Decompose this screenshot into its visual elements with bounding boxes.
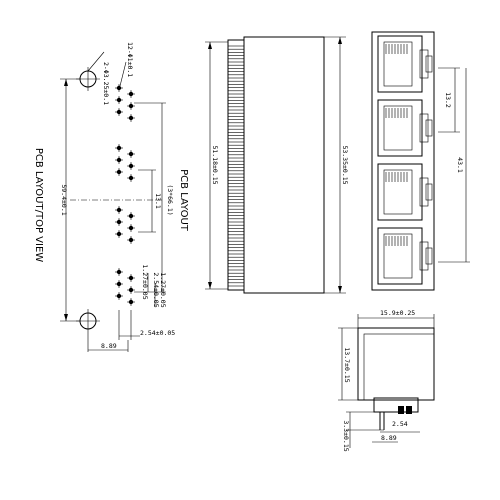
- pin-hole: [127, 236, 135, 244]
- pin-hole: [127, 114, 135, 122]
- overall-length-dimension: 53.35±0.15: [341, 145, 349, 184]
- pin-hole: [115, 168, 123, 176]
- side-profile-view: 51.18±0.15 53.35±0.15: [205, 36, 349, 294]
- pin-pitch-dimension: 2.54: [392, 420, 408, 428]
- pin-hole: [127, 102, 135, 110]
- pin-hole: [115, 96, 123, 104]
- pin-hole: [115, 230, 123, 238]
- pin-hole: [115, 218, 123, 226]
- row-dimension-2: 2.54±0.05: [152, 272, 160, 307]
- pin-comb: [228, 45, 244, 287]
- pin-hole: [115, 292, 123, 300]
- end-view-pins: [379, 406, 412, 430]
- pcb-layout-view: PCB LAYOUT/TOP VIEW PCB LAYOUT (3*66.1) …: [33, 42, 189, 352]
- pcb-layout-label: PCB LAYOUT: [178, 169, 189, 232]
- pin-hole: [127, 90, 135, 98]
- end-view: 15.9±0.25 13.7±0.15 2.54 3.3±0.15 8.89: [338, 309, 435, 452]
- rj45-port: [377, 99, 433, 157]
- center-pitch-dimension: 13.1: [154, 193, 162, 209]
- front-view: 13.2 43.1: [371, 31, 470, 291]
- offset-dimension: 8.89: [101, 342, 117, 350]
- pin-length-dimension: 3.3±0.15: [342, 420, 350, 451]
- bottom-pitch-dimension: 2.54±0.05: [140, 329, 175, 337]
- pin-hole: [115, 206, 123, 214]
- rj45-ports: [377, 35, 433, 285]
- pin-hole: [127, 150, 135, 158]
- height-dimension: 13.7±0.15: [343, 347, 351, 382]
- row-dimension-1: 1.27±0.05: [141, 264, 149, 299]
- pcb-top-view-label: PCB LAYOUT/TOP VIEW: [33, 148, 44, 262]
- pin-hole: [115, 108, 123, 116]
- pin-hole: [127, 286, 135, 294]
- pin-offset-dimension: 8.89: [381, 434, 397, 442]
- pin-hole: [127, 174, 135, 182]
- pin-hole: [115, 268, 123, 276]
- rj45-port: [377, 163, 433, 221]
- small-hole-callout: 12-Φ1±0.1: [126, 42, 134, 77]
- width-dimension: 15.9±0.25: [380, 309, 415, 317]
- pcb-pitch-label: (3*66.1): [166, 184, 174, 215]
- port-pitch-dimension: 13.2: [444, 92, 452, 108]
- pin-hole: [127, 274, 135, 282]
- pin-hole: [115, 280, 123, 288]
- pin-holes: [115, 84, 135, 306]
- pin-hole: [127, 162, 135, 170]
- rj45-port: [377, 35, 433, 93]
- pin-hole: [115, 84, 123, 92]
- row-dimension-3: 1.27±0.05: [159, 272, 167, 307]
- port-total-dimension: 43.1: [456, 157, 464, 173]
- pin-hole: [115, 144, 123, 152]
- pin-hole: [127, 212, 135, 220]
- pin-hole: [115, 156, 123, 164]
- overall-pcb-dimension: 59.4±0.1: [60, 184, 68, 215]
- rj45-port: [377, 227, 433, 285]
- body-length-dimension: 51.18±0.15: [211, 145, 219, 184]
- large-hole-callout: 2-Φ3.25±0.1: [102, 62, 110, 105]
- pin-hole: [127, 298, 135, 306]
- pin-hole: [127, 224, 135, 232]
